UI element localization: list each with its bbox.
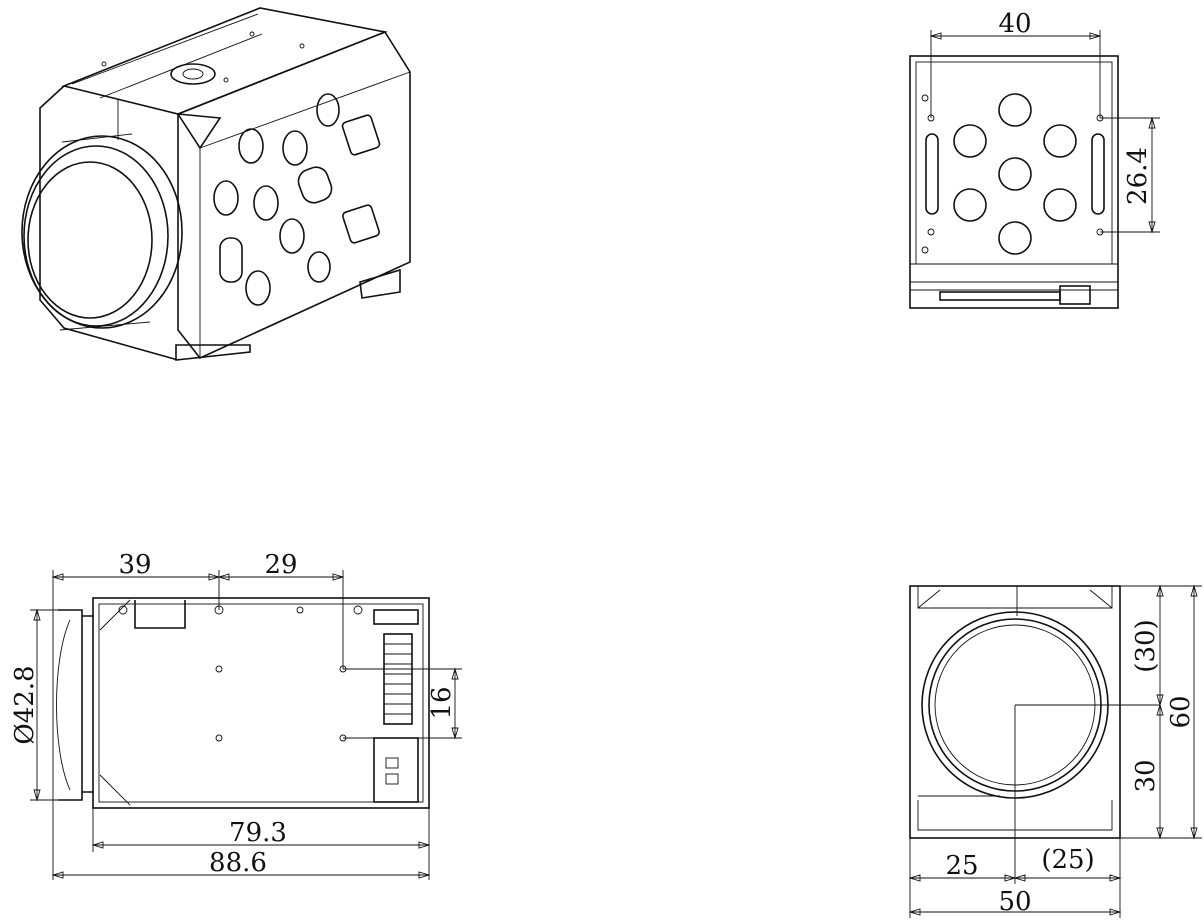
side-front-to-hole-label: 39 [118, 550, 151, 580]
side-lens-diameter-label: Ø42.8 [10, 665, 40, 744]
front-right-half-label: (25) [1041, 845, 1094, 875]
dimension-front-60 [1120, 584, 1202, 840]
dimension-front-50 [908, 908, 1122, 916]
front-lower-half-label: 30 [1131, 759, 1161, 792]
front-width-label: 50 [998, 887, 1031, 917]
top-view-width-label: 40 [998, 9, 1031, 39]
side-view-drawing [56, 597, 430, 809]
top-view-hole-spacing-label: 26.4 [1123, 147, 1153, 205]
dimension-top-width [929, 30, 1102, 118]
side-total-length-label: 88.6 [209, 848, 267, 878]
dimension-side-88-6 [51, 871, 431, 879]
dimension-front-centerlines [1014, 704, 1160, 884]
dimension-top-hole-spacing [1100, 116, 1160, 234]
front-left-half-label: 25 [945, 851, 978, 881]
dimension-side-29 [217, 570, 345, 669]
side-hole-to-hole-label: 29 [264, 550, 297, 580]
dimension-side-39 [51, 570, 221, 880]
dimension-front-30 [1156, 584, 1164, 840]
dimension-front-25 [908, 838, 1122, 918]
dimension-side-79-3 [91, 808, 431, 880]
front-upper-half-label: (30) [1131, 619, 1161, 672]
camera-module-isometric-drawing [21, 7, 411, 361]
side-body-length-label: 79.3 [229, 818, 287, 848]
top-view-drawing [909, 55, 1119, 309]
dimension-side-lens-diameter [30, 608, 82, 802]
side-hole-vertical-label: 16 [427, 686, 457, 719]
front-height-label: 60 [1166, 695, 1196, 728]
dimension-side-16 [343, 667, 462, 740]
